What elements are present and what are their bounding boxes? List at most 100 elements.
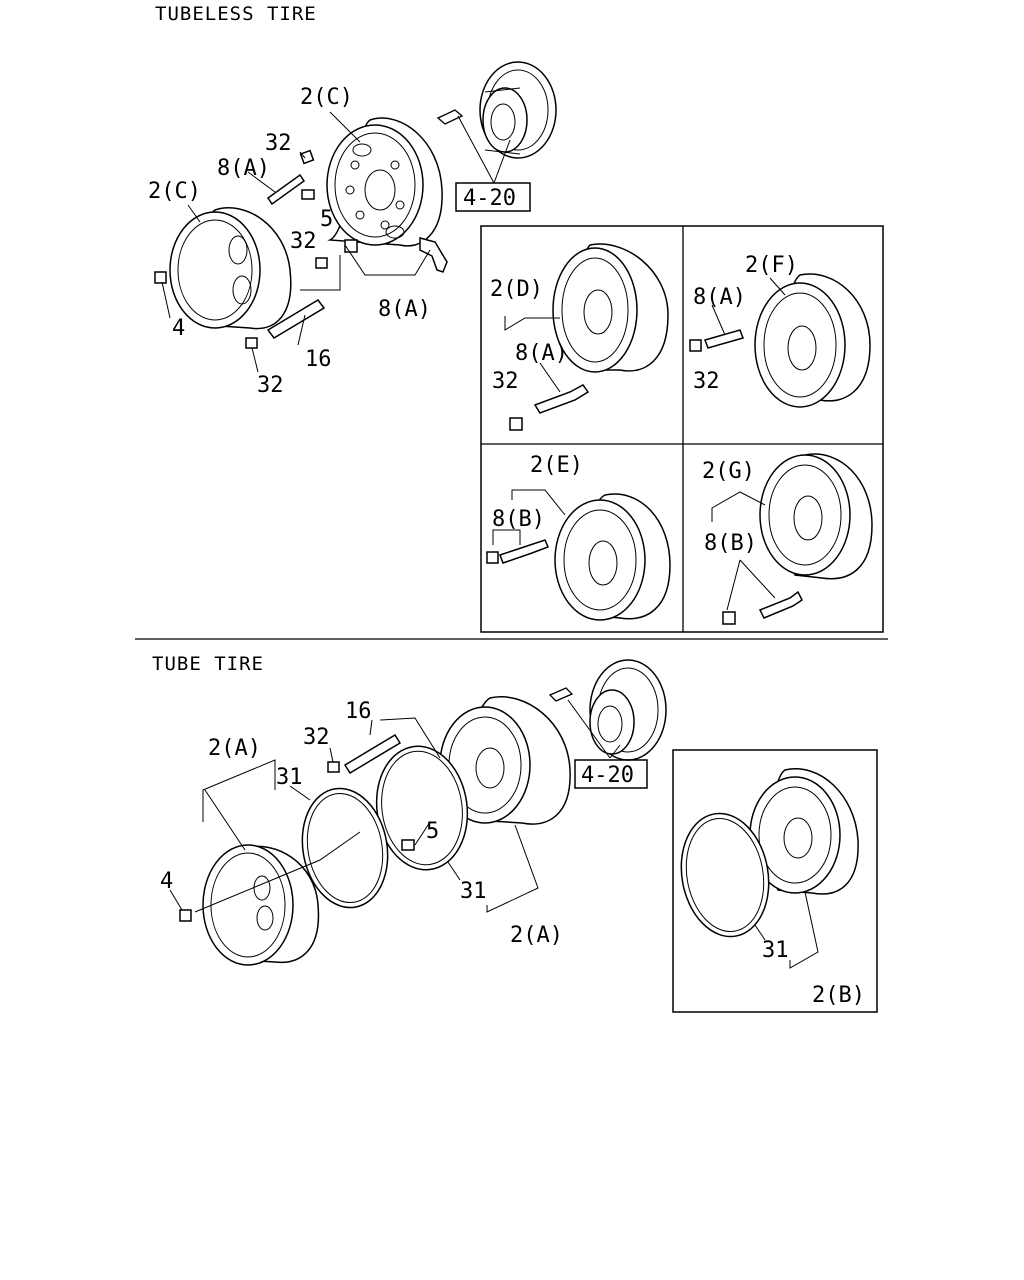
ref-4-20-label: 4-20 bbox=[463, 186, 516, 211]
valve-8b-e bbox=[499, 539, 549, 564]
label-2b: 2(B) bbox=[812, 983, 865, 1008]
valve-8a-d bbox=[533, 384, 590, 414]
leader-5-tube bbox=[414, 821, 431, 846]
leader-2a-top bbox=[202, 759, 276, 851]
leader-extension-tube bbox=[379, 717, 441, 759]
leader-31-inset bbox=[754, 924, 766, 941]
label-8b-e: 8(B) bbox=[492, 507, 545, 532]
label-32-a: 32 bbox=[265, 131, 292, 156]
wheel-2c-outer bbox=[169, 207, 292, 330]
cap-8b-e bbox=[486, 551, 499, 564]
leader-4-20 bbox=[457, 115, 511, 184]
label-2g: 2(G) bbox=[702, 459, 755, 484]
hub-bolt-tube bbox=[548, 687, 574, 702]
leader-16 bbox=[297, 314, 306, 346]
leader-32-tube bbox=[329, 747, 334, 763]
leader-32-c bbox=[251, 347, 259, 373]
label-16-tube: 16 bbox=[345, 699, 372, 724]
brake-drum-hub-tube bbox=[589, 659, 667, 761]
wheel-2e bbox=[554, 493, 671, 621]
leader-2b bbox=[789, 891, 819, 969]
leader-extension bbox=[300, 255, 341, 291]
label-4-tube: 4 bbox=[160, 869, 173, 894]
inset-2b-box bbox=[672, 749, 878, 1013]
wheel-2f bbox=[754, 273, 871, 408]
label-32-d: 32 bbox=[492, 369, 519, 394]
label-4: 4 bbox=[172, 316, 185, 341]
wheel-2d bbox=[552, 243, 669, 373]
nut-8a-hex bbox=[344, 239, 358, 253]
ref-box-4-20-tube bbox=[574, 759, 648, 789]
leader-axis bbox=[194, 831, 361, 913]
leader-8a-top bbox=[247, 171, 276, 193]
label-2f: 2(F) bbox=[745, 253, 798, 278]
leader-2c-top bbox=[329, 111, 361, 143]
label-31-top: 31 bbox=[276, 765, 303, 790]
variant-grid bbox=[480, 225, 884, 633]
label-2d: 2(D) bbox=[490, 277, 543, 302]
leader-31-top bbox=[289, 785, 311, 801]
ref-4-20-tube-label: 4-20 bbox=[581, 763, 634, 788]
label-32-c: 32 bbox=[257, 373, 284, 398]
label-16: 16 bbox=[305, 347, 332, 372]
leader-32-a bbox=[299, 151, 306, 159]
nut-4 bbox=[154, 271, 167, 284]
nut-32-mid bbox=[315, 257, 328, 269]
brake-drum-hub bbox=[479, 61, 557, 159]
stud-5 bbox=[301, 189, 315, 200]
label-8a-f: 8(A) bbox=[693, 285, 746, 310]
leader-2d bbox=[504, 316, 560, 331]
leader-2f bbox=[769, 277, 786, 296]
label-2a-bottom: 2(A) bbox=[510, 923, 563, 948]
valve-8b-g bbox=[758, 590, 803, 619]
label-32-tube: 32 bbox=[303, 725, 330, 750]
leader-8b-e bbox=[492, 529, 521, 545]
ref-box-4-20 bbox=[455, 182, 531, 212]
nut-32-top bbox=[299, 149, 315, 165]
extension-16-tube bbox=[343, 733, 402, 775]
extension-16 bbox=[266, 299, 326, 339]
label-31-inset: 31 bbox=[762, 938, 789, 963]
leader-31-bottom bbox=[447, 861, 461, 881]
ring-31-inset bbox=[680, 812, 770, 938]
label-32-f: 32 bbox=[693, 369, 720, 394]
leader-4-tube bbox=[169, 889, 183, 911]
leader-8a-d bbox=[539, 362, 561, 393]
cap-32-f bbox=[689, 339, 702, 352]
cap-32-d bbox=[509, 417, 523, 431]
leader-8a-f bbox=[711, 304, 726, 336]
label-2e: 2(E) bbox=[530, 453, 583, 478]
wheel-2g bbox=[759, 453, 873, 580]
wheel-2a-outer bbox=[202, 844, 320, 966]
label-2c-left: 2(C) bbox=[148, 179, 201, 204]
leader-16-tube bbox=[369, 719, 373, 736]
tubeless-tire-title: TUBELESS TIRE bbox=[155, 3, 317, 25]
leader-2c-left bbox=[187, 204, 201, 223]
wheel-2c-inner bbox=[326, 117, 443, 247]
leader-2a-bottom bbox=[486, 824, 539, 913]
label-8b-g: 8(B) bbox=[704, 531, 757, 556]
hub-bolt bbox=[436, 109, 464, 125]
stud-5-tube bbox=[401, 839, 415, 851]
side-ring-31 bbox=[301, 787, 389, 909]
leader-2e bbox=[511, 489, 566, 516]
label-5-tube: 5 bbox=[426, 819, 439, 844]
leader-8b-g bbox=[726, 559, 776, 611]
leader-2g bbox=[711, 491, 766, 522]
cap-8b-g bbox=[722, 611, 736, 625]
label-5: 5 bbox=[320, 207, 333, 232]
valve-8a-straight bbox=[266, 173, 306, 206]
label-8a-d: 8(A) bbox=[515, 341, 568, 366]
valve-8a-bent bbox=[419, 237, 448, 273]
tube-tire-title: TUBE TIRE bbox=[152, 653, 264, 675]
leader-4 bbox=[161, 281, 171, 319]
nut-4-tube bbox=[179, 909, 192, 922]
label-32-b: 32 bbox=[290, 229, 317, 254]
valve-8a-f bbox=[704, 329, 744, 349]
label-8a-bottom: 8(A) bbox=[378, 297, 431, 322]
leader-4-20-tube bbox=[567, 699, 621, 759]
label-2a-top: 2(A) bbox=[208, 736, 261, 761]
leader-8a-bottom bbox=[344, 244, 431, 276]
label-2c-top: 2(C) bbox=[300, 85, 353, 110]
